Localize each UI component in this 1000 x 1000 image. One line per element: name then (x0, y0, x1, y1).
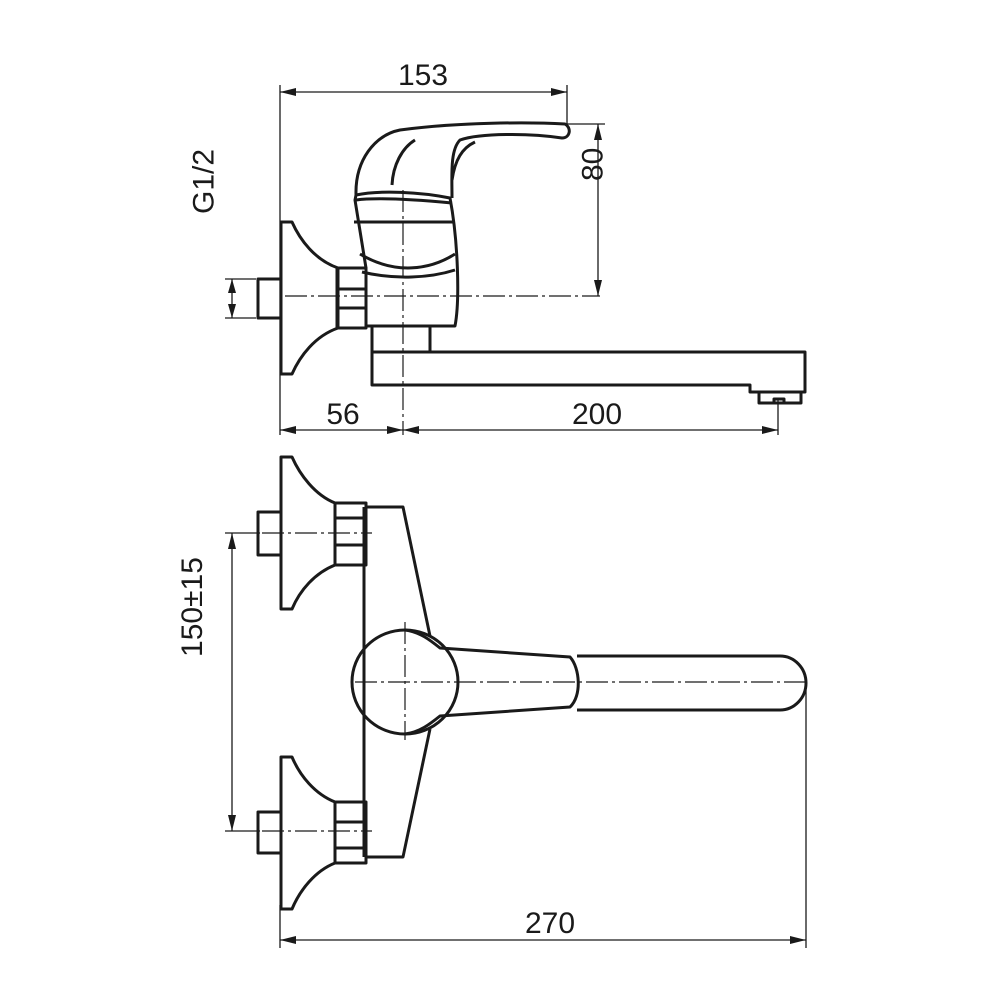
connection-nut (335, 266, 368, 330)
dim-thread-g1-2: G1/2 (187, 149, 220, 214)
dim-80: 80 (576, 148, 609, 181)
lever-bar (577, 654, 808, 712)
nut-upper (333, 501, 368, 567)
dim-153: 153 (398, 59, 448, 92)
dim-270: 270 (525, 907, 575, 940)
dim-56: 56 (326, 398, 359, 431)
mixer-body (353, 190, 460, 328)
inlet-pipe-upper (256, 510, 281, 557)
escutcheon-lower (279, 755, 337, 911)
dim-150-15: 150±15 (176, 557, 209, 657)
mixer-body (362, 505, 432, 859)
escutcheon (279, 220, 340, 376)
lever-handle (354, 121, 571, 199)
aerator (757, 392, 803, 405)
inlet-pipe (256, 277, 281, 320)
spout (370, 326, 807, 394)
nut-lower (333, 800, 368, 865)
dim-200: 200 (572, 398, 622, 431)
top-view: 150±15 270 (176, 455, 810, 948)
inlet-pipe-lower (256, 810, 281, 855)
lever (404, 628, 580, 736)
side-view: 153 80 G1/2 56 200 (187, 59, 807, 435)
